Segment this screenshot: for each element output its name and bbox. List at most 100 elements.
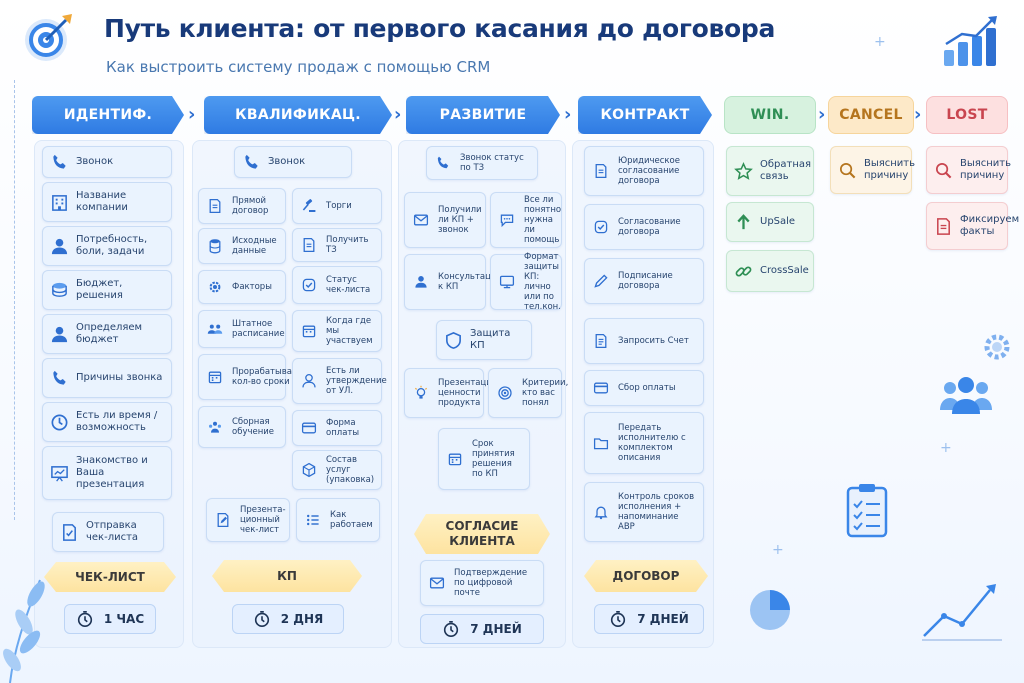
card-qualify-presentation-checklist: Презента-ционный чек-лист (206, 498, 290, 542)
card-label: Причины звонка (76, 372, 163, 383)
coins-icon (49, 280, 69, 300)
calendar-icon (445, 449, 465, 469)
growth-chart-icon (944, 16, 997, 66)
card-label: Звонок (76, 156, 114, 167)
card-label: Формат защиты КП: лично или по тел.кон. (524, 252, 561, 312)
card-label: Когда где мы участвуем (326, 316, 373, 346)
card-win-feedback: Обратная связь (726, 146, 814, 196)
card-identify-reasons: Причины звонка (42, 358, 172, 398)
phone-icon (49, 368, 69, 388)
dashed-flow-line (14, 80, 15, 520)
list-icon (303, 510, 323, 530)
folder-icon (591, 433, 611, 453)
card-label: Отправка чек-листа (86, 520, 139, 543)
card-label: Прямой договор (232, 196, 269, 216)
card-label: Исходные данные (232, 236, 277, 256)
card-label: Согласование договора (618, 217, 681, 237)
chevron-right-icon: › (188, 104, 196, 125)
card-qualify-how-we-work: Как работаем (296, 498, 380, 542)
card-label: Штатное расписание (232, 319, 285, 339)
card-label: Получить ТЗ (326, 235, 369, 255)
card-label: Презента-ционный чек-лист (240, 505, 286, 535)
presentation-icon (49, 463, 69, 483)
result-checklist: ЧЕК-ЛИСТ (44, 562, 176, 592)
card-qualify-participation: Когда где мы участвуем (292, 310, 382, 352)
pen-icon (591, 271, 611, 291)
result-contract: ДОГОВОР (584, 560, 708, 592)
card-label: Подтверждение по цифровой почте (454, 568, 528, 598)
clock-icon (49, 412, 69, 432)
card-identify-budget: Бюджет, решения (42, 270, 172, 310)
timer-icon (254, 610, 269, 628)
document-icon (299, 235, 319, 255)
card-qualify-staff: Штатное расписание (198, 310, 286, 348)
card-label: Презентация ценности продукта (438, 378, 497, 408)
chevron-right-icon: › (914, 104, 922, 125)
card-label: Критерии, кто вас понял (522, 378, 569, 408)
card-label: Потребность, боли, задачи (76, 234, 148, 257)
mail-icon (427, 573, 447, 593)
card-label: Консультации к КП (438, 272, 502, 292)
stage-develop: РАЗВИТИЕ (406, 96, 560, 134)
building-icon (49, 192, 69, 212)
card-label: Обратная связь (760, 159, 812, 182)
card-label: Торги (326, 201, 352, 211)
database-icon (205, 236, 225, 256)
stage-qualify: КВАЛИФИКАЦ. (204, 96, 392, 134)
stage-win: WIN. (724, 96, 816, 134)
user-icon (49, 236, 69, 256)
card-identify-call: Звонок (42, 146, 172, 178)
card-qualify-call: Звонок (234, 146, 352, 178)
card-contract-signing: Подписание договора (584, 258, 704, 304)
timer-icon (444, 620, 459, 638)
phone-icon (433, 153, 453, 173)
card-label: Юридическое согласование договора (618, 156, 680, 186)
card-label: CrossSale (760, 265, 809, 276)
user-icon (49, 324, 69, 344)
trend-line-icon (922, 584, 1002, 641)
card-win-crosssale: CrossSale (726, 250, 814, 292)
card-label: Выяснить причину (864, 158, 916, 181)
card-label: Факторы (232, 282, 272, 292)
idea-icon (411, 383, 431, 403)
time-contract: 7 ДНЕЙ (594, 604, 704, 634)
card-label: Получили ли КП + звонок (438, 205, 482, 235)
document-icon (205, 196, 225, 216)
card-develop-criteria: Критерии, кто вас понял (488, 368, 568, 418)
card-qualify-services: Состав услуг (упаковка) (292, 450, 382, 490)
card-qualify-checklist-status: Статус чек-листа (292, 266, 382, 304)
card-identify-send-checklist: Отправка чек-листа (52, 512, 164, 552)
time-identify: 1 ЧАС (64, 604, 156, 634)
arrow-up-icon (733, 212, 753, 232)
card-qualify-direct: Прямой договор (198, 188, 286, 224)
card-identify-time: Есть ли время / возможность (42, 402, 172, 442)
card-qualify-payment-form: Форма оплаты (292, 410, 382, 446)
stage-identify: ИДЕНТИФ. (32, 96, 184, 134)
stage-cancel: CANCEL (828, 96, 914, 134)
card-contract-invoice: Запросить Счет (584, 318, 704, 364)
page-subtitle: Как выстроить систему продаж с помощью C… (106, 58, 491, 76)
magnifier-icon (837, 160, 857, 180)
card-develop-consultations: Консультации к КП (404, 254, 502, 310)
card-identify-company: Название компании (42, 182, 172, 222)
card-qualify-factors: Факторы (198, 270, 286, 304)
phone-icon (241, 152, 261, 172)
time-label: 7 ДНЕЙ (470, 622, 522, 636)
user-icon (299, 371, 319, 391)
card-qualify-approval: Есть ли утверждение от УЛ. (292, 358, 387, 404)
magnifier-icon (933, 160, 953, 180)
card-label: Есть ли утверждение от УЛ. (326, 366, 387, 396)
time-label: 2 ДНЯ (280, 612, 324, 626)
time-label: 1 ЧАС (103, 612, 145, 626)
card-lost-record-facts: Фиксируем факты (926, 202, 1019, 250)
result-client-consent: СОГЛАСИЕ КЛИЕНТА (414, 514, 550, 554)
sparkle-icon: + (772, 542, 784, 558)
card-label: Название компании (76, 190, 128, 213)
card-label: Звонок статус по ТЗ (460, 153, 524, 173)
star-icon (733, 161, 753, 181)
pie-chart-icon (750, 590, 790, 630)
bell-icon (591, 502, 611, 522)
card-qualify-get-tz: Получить ТЗ (292, 228, 382, 262)
card-label: UpSale (760, 216, 796, 227)
card-icon (299, 418, 319, 438)
